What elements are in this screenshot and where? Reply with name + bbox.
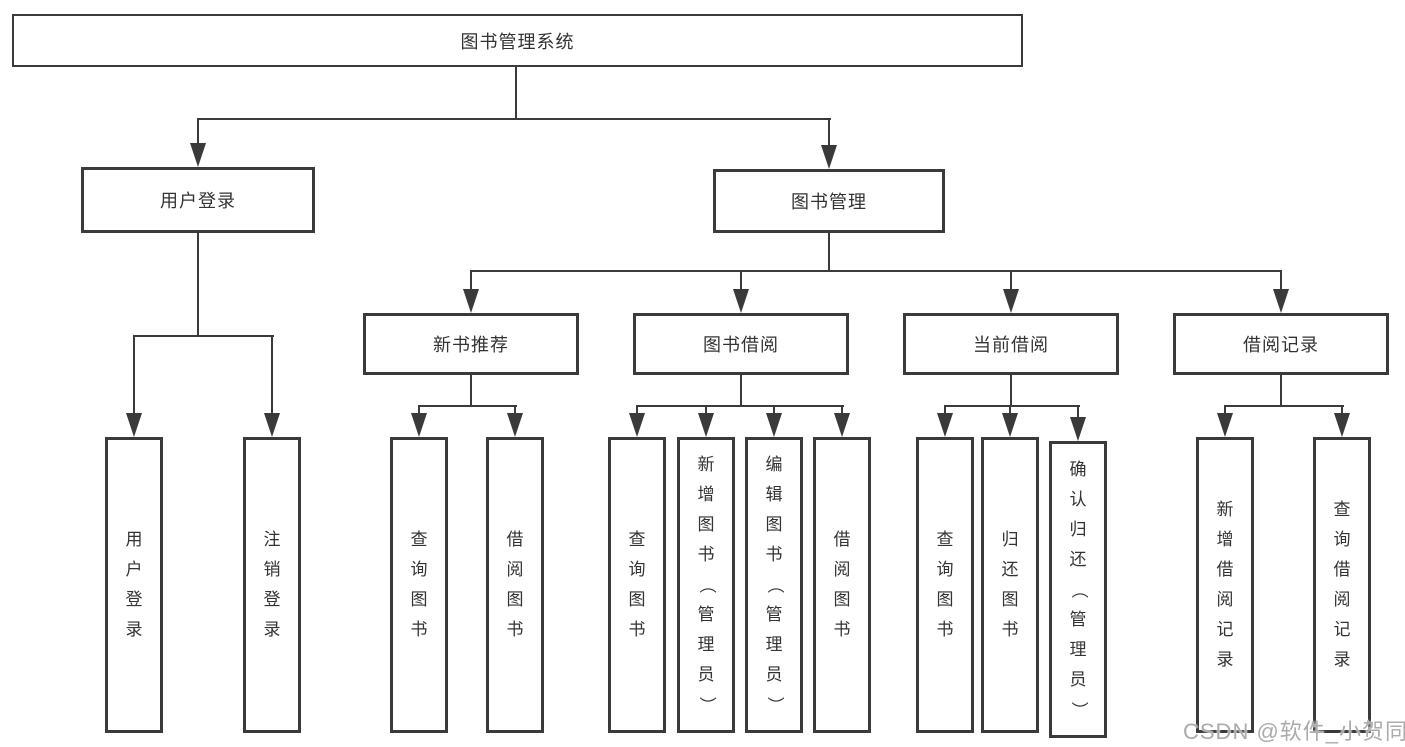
- connector-line: [1224, 405, 1226, 417]
- connector-line: [636, 405, 844, 407]
- connector-line: [1280, 270, 1282, 292]
- node-user-login-leaf-label: 用户登录: [125, 530, 143, 639]
- connector-line: [133, 335, 274, 337]
- connector-line: [1010, 270, 1012, 292]
- connector-line: [1224, 405, 1344, 407]
- csdn-watermark: CSDN @软件_小贺同学: [1183, 719, 1405, 744]
- connector-line: [470, 270, 1282, 272]
- arrowhead-icon: [766, 413, 782, 437]
- node-user-login-leaf: 用户登录: [105, 437, 163, 733]
- arrowhead-icon: [1003, 289, 1019, 313]
- connector-line: [1010, 375, 1012, 406]
- node-confirm-return-admin-label: 确认归还（管理员）: [1069, 459, 1088, 719]
- connector-line: [1280, 375, 1282, 406]
- node-confirm-return-admin: 确认归还（管理员）: [1049, 441, 1107, 738]
- connector-line: [133, 335, 135, 415]
- connector-line: [418, 405, 420, 417]
- connector-line: [944, 405, 946, 417]
- connector-line: [470, 270, 472, 292]
- node-root: 图书管理系统: [12, 14, 1023, 67]
- arrowhead-icon: [698, 413, 714, 437]
- connector-line: [944, 405, 1080, 407]
- connector-line: [1077, 405, 1079, 419]
- node-query-borrow-record-label: 查询借阅记录: [1333, 500, 1351, 669]
- arrowhead-icon: [1217, 413, 1233, 437]
- connector-line: [197, 118, 831, 120]
- node-edit-book-admin: 编辑图书（管理员）: [745, 437, 803, 733]
- node-query-books-recommend: 查询图书: [390, 437, 448, 733]
- arrowhead-icon: [463, 289, 479, 313]
- node-query-books-recommend-label: 查询图书: [410, 530, 428, 639]
- node-borrow-books-label: 借阅图书: [833, 530, 851, 639]
- arrowhead-icon: [834, 413, 850, 437]
- node-book-borrowing-label: 图书借阅: [703, 335, 779, 355]
- arrowhead-icon: [1070, 417, 1086, 441]
- connector-line: [470, 375, 472, 406]
- arrowhead-icon: [411, 413, 427, 437]
- node-current-borrowing: 当前借阅: [903, 313, 1119, 375]
- arrowhead-icon: [821, 145, 837, 169]
- node-borrowing-records-label: 借阅记录: [1243, 335, 1319, 355]
- connector-line: [1009, 405, 1011, 417]
- node-query-books-borrowing: 查询图书: [608, 437, 666, 733]
- node-book-management: 图书管理: [713, 169, 945, 233]
- connector-line: [828, 118, 830, 146]
- connector-line: [773, 405, 775, 417]
- arrowhead-icon: [264, 413, 280, 437]
- node-book-borrowing: 图书借阅: [633, 313, 849, 375]
- node-query-books-borrowing-label: 查询图书: [628, 530, 646, 639]
- connector-line: [418, 405, 517, 407]
- node-borrow-books-recommend: 借阅图书: [486, 437, 544, 733]
- node-logout: 注销登录: [243, 437, 301, 733]
- connector-line: [271, 335, 273, 415]
- node-add-borrow-record: 新增借阅记录: [1196, 437, 1254, 733]
- node-book-management-label: 图书管理: [791, 192, 867, 212]
- connector-line: [705, 405, 707, 417]
- arrowhead-icon: [1334, 413, 1350, 437]
- node-new-book-recommend-label: 新书推荐: [433, 335, 509, 355]
- node-borrow-books-recommend-label: 借阅图书: [506, 530, 524, 639]
- arrowhead-icon: [190, 143, 206, 167]
- node-return-books: 归还图书: [981, 437, 1039, 733]
- arrowhead-icon: [1002, 413, 1018, 437]
- node-return-books-label: 归还图书: [1001, 530, 1019, 639]
- node-current-borrowing-label: 当前借阅: [973, 335, 1049, 355]
- connector-line: [1341, 405, 1343, 417]
- node-add-book-admin-label: 新增图书（管理员）: [697, 455, 716, 714]
- connector-line: [197, 118, 199, 146]
- node-edit-book-admin-label: 编辑图书（管理员）: [765, 455, 784, 714]
- connector-line: [515, 67, 517, 118]
- node-user-login-label: 用户登录: [160, 191, 236, 211]
- connector-line: [197, 233, 199, 336]
- arrowhead-icon: [629, 413, 645, 437]
- arrowhead-icon: [937, 413, 953, 437]
- node-add-borrow-record-label: 新增借阅记录: [1216, 500, 1234, 669]
- arrowhead-icon: [1273, 289, 1289, 313]
- node-add-book-admin: 新增图书（管理员）: [677, 437, 735, 733]
- arrowhead-icon: [126, 413, 142, 437]
- node-user-login: 用户登录: [81, 167, 315, 233]
- node-query-books-current-label: 查询图书: [936, 530, 954, 639]
- connector-line: [740, 270, 742, 292]
- node-query-books-current: 查询图书: [916, 437, 974, 733]
- connector-line: [841, 405, 843, 417]
- connector-line: [636, 405, 638, 417]
- node-logout-label: 注销登录: [263, 530, 281, 639]
- connector-line: [514, 405, 516, 417]
- node-borrow-books: 借阅图书: [813, 437, 871, 733]
- node-query-borrow-record: 查询借阅记录: [1313, 437, 1371, 733]
- node-borrowing-records: 借阅记录: [1173, 313, 1389, 375]
- arrowhead-icon: [733, 289, 749, 313]
- node-new-book-recommend: 新书推荐: [363, 313, 579, 375]
- arrowhead-icon: [507, 413, 523, 437]
- connector-line: [828, 233, 830, 272]
- connector-line: [740, 375, 742, 406]
- node-root-label: 图书管理系统: [460, 31, 575, 52]
